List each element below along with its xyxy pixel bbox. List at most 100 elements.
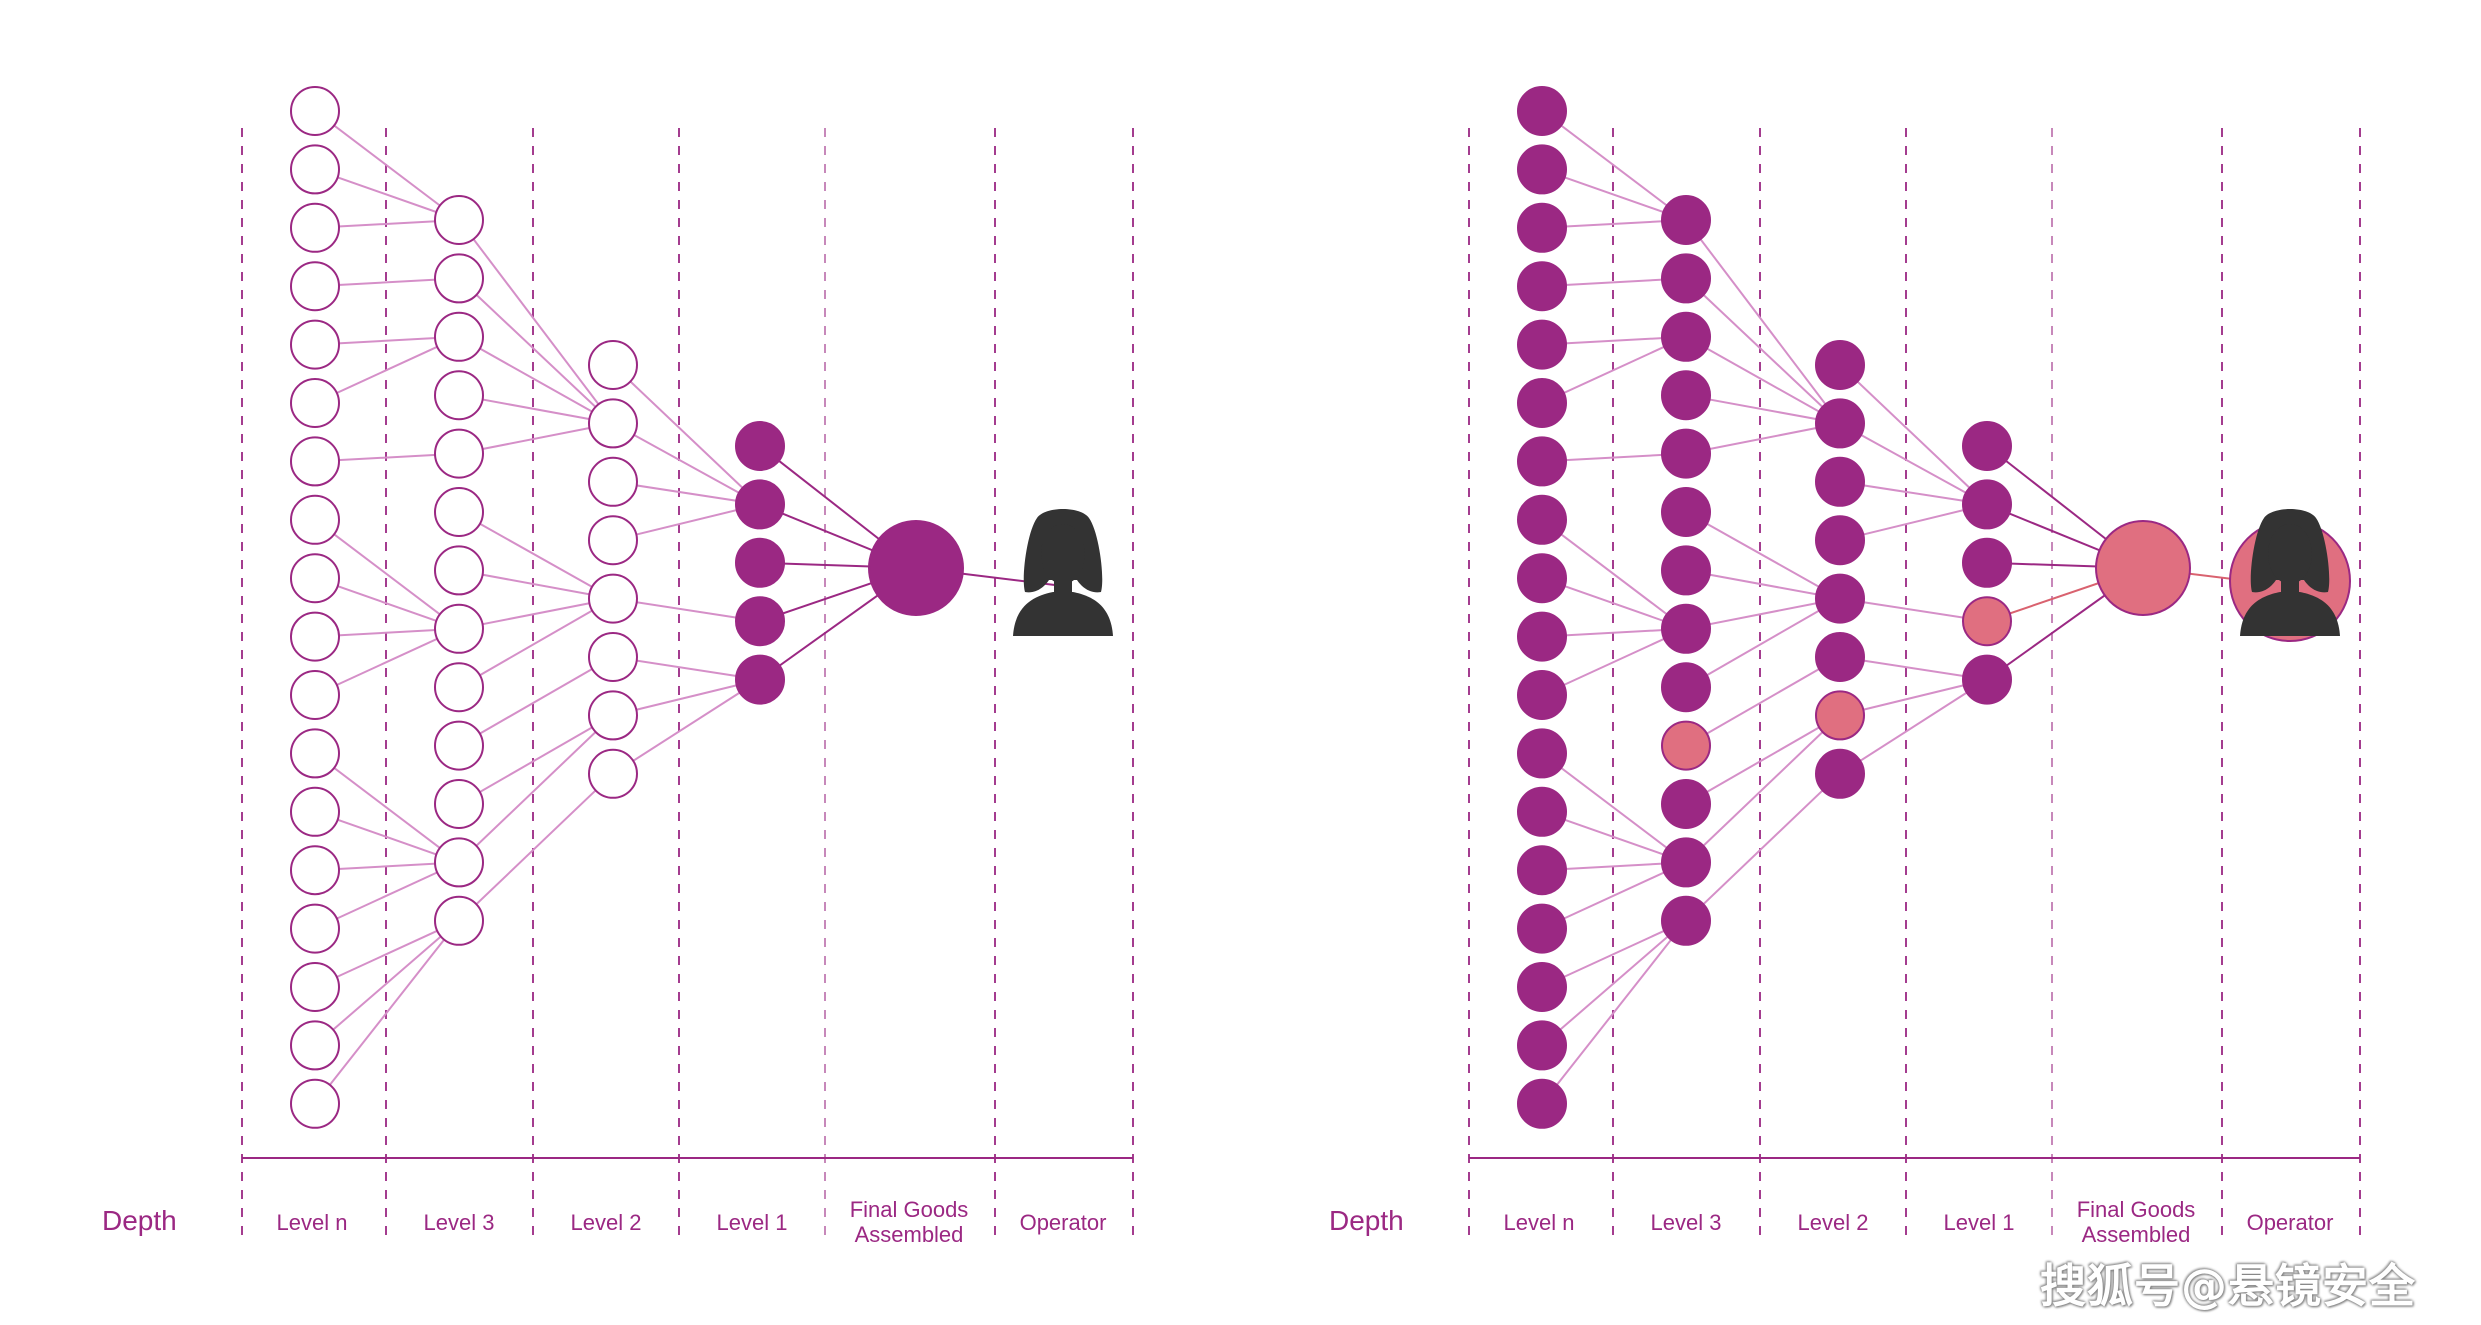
level3-node <box>1661 895 1711 946</box>
column-label: Operator <box>2247 1210 2334 1235</box>
level2-node <box>588 573 638 624</box>
level3-node <box>1661 720 1711 771</box>
level1-node <box>735 421 785 471</box>
edge-2-to-1 <box>612 678 761 717</box>
edge-n-to-3 <box>314 861 460 930</box>
edge-3-to-2 <box>1685 773 1841 922</box>
column-label: Level 1 <box>1944 1210 2015 1235</box>
level-n-node <box>290 553 340 604</box>
edge-n-to-3 <box>1541 920 1687 1105</box>
level2-node <box>588 515 638 566</box>
edge-3-to-2 <box>458 597 614 689</box>
level3-node <box>1661 195 1711 245</box>
level2-node <box>588 748 638 799</box>
level-n-node <box>1517 261 1567 312</box>
level3-node <box>1661 487 1711 537</box>
edge-n-to-3 <box>314 920 460 1105</box>
level3-node <box>1661 253 1711 304</box>
edge-3-to-2 <box>458 422 614 455</box>
level-n-node <box>1517 436 1567 487</box>
edge-3-to-2 <box>1685 569 1841 600</box>
level3-node <box>434 895 484 946</box>
person-icon <box>1013 509 1113 636</box>
level1-node <box>1962 654 2012 705</box>
level-n-node <box>290 786 340 837</box>
edge-n-to-3 <box>1541 335 1687 404</box>
level-n-node <box>290 378 340 428</box>
level3-node <box>1661 662 1711 713</box>
level1-node <box>1962 479 2012 530</box>
level-n-node <box>1517 962 1567 1012</box>
level3-node <box>434 720 484 771</box>
level1-node <box>1962 421 2012 471</box>
level-n-node <box>1517 86 1567 136</box>
edge-2-to-1 <box>1839 422 1988 506</box>
edge-3-to-2 <box>458 277 614 425</box>
edge-3-to-2 <box>1685 422 1841 455</box>
level2-node <box>1815 515 1865 566</box>
level2-node <box>1815 632 1865 682</box>
level-n-node <box>1517 903 1567 954</box>
edge-3-to-2 <box>458 714 614 864</box>
edge-n-to-3 <box>1541 919 1687 988</box>
level2-node <box>588 690 638 741</box>
level2-node <box>1815 690 1865 741</box>
level2-node <box>1815 573 1865 624</box>
level1-node <box>735 537 785 588</box>
level-n-node <box>290 319 340 370</box>
edge-n-to-3 <box>314 752 460 864</box>
column-label: Assembled <box>2082 1222 2191 1247</box>
level3-node <box>1661 370 1711 421</box>
depth-label: Depth <box>1329 1205 1404 1236</box>
edge-2-to-1 <box>612 503 761 542</box>
level-n-node <box>1517 670 1567 720</box>
edge-n-to-3 <box>1541 752 1687 864</box>
level-n-node <box>1517 378 1567 428</box>
level3-node <box>434 837 484 888</box>
edge-n-to-3 <box>1541 168 1687 221</box>
level3-node <box>434 195 484 245</box>
level-n-node <box>1517 611 1567 662</box>
level-n-node <box>290 1078 340 1129</box>
edge-n-to-3 <box>314 519 460 630</box>
edge-2-to-1 <box>1839 678 1988 717</box>
edge-3-to-2 <box>1685 335 1841 425</box>
edge-n-to-3 <box>1541 627 1687 696</box>
level1-node <box>1962 596 2012 647</box>
level2-node <box>588 632 638 682</box>
level3-node <box>434 603 484 654</box>
level3-node <box>434 662 484 713</box>
level3-node <box>434 311 484 362</box>
level-n-node <box>1517 319 1567 370</box>
level-n-node <box>290 845 340 896</box>
edge-n-to-3 <box>1541 920 1687 1047</box>
edge-n-to-3 <box>314 920 460 1047</box>
level3-node <box>1661 603 1711 654</box>
edge-2-to-1 <box>612 678 761 775</box>
edge-3-to-2 <box>458 569 614 600</box>
level-n-node <box>1517 144 1567 195</box>
level-n-node <box>1517 1020 1567 1071</box>
edge-3-to-2 <box>1685 597 1841 630</box>
edge-n-to-3 <box>314 919 460 988</box>
level-n-node <box>290 144 340 195</box>
edge-3-to-2 <box>458 773 614 922</box>
column-label: Level 3 <box>1651 1210 1722 1235</box>
edge-n-to-3 <box>1541 577 1687 630</box>
level1-node <box>735 596 785 647</box>
edge-n-to-3 <box>314 110 460 221</box>
level2-node <box>588 340 638 390</box>
level-n-node <box>290 670 340 720</box>
level2-node <box>1815 398 1865 449</box>
level2-node <box>588 398 638 449</box>
column-label: Final Goods <box>2077 1197 2196 1222</box>
level3-node <box>1661 837 1711 888</box>
level3-node <box>1661 428 1711 479</box>
level-n-node <box>290 728 340 779</box>
level3-node <box>434 545 484 596</box>
level3-node <box>434 779 484 829</box>
column-label: Level 3 <box>424 1210 495 1235</box>
column-label: Final Goods <box>850 1197 969 1222</box>
edge-3-to-2 <box>1685 219 1841 425</box>
edge-3-to-2 <box>1685 656 1841 747</box>
